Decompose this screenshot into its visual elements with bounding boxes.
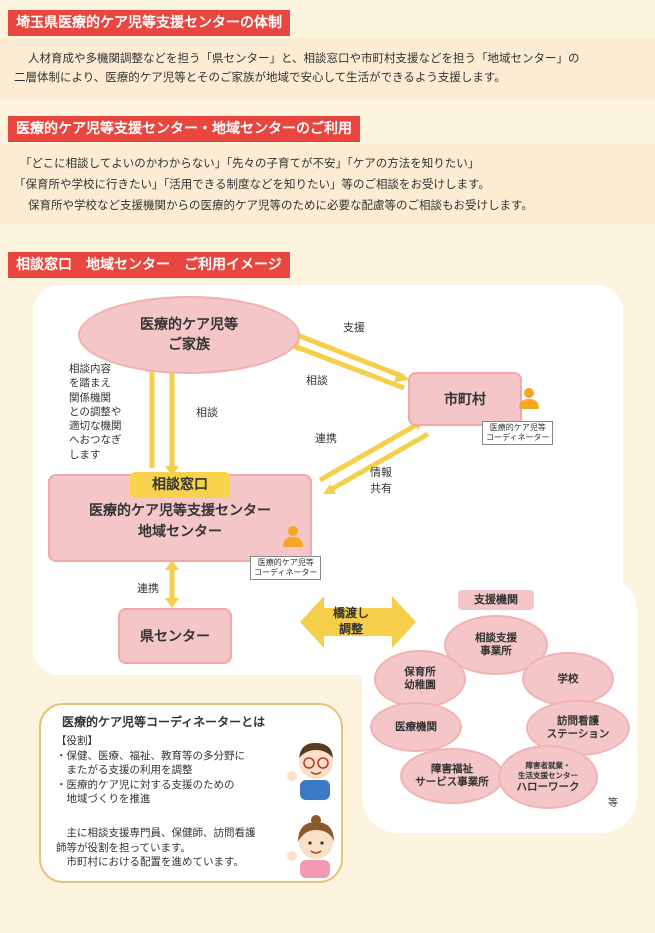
label-shien: 支援	[343, 321, 365, 334]
support-node-nursery: 保育所 幼稚園	[374, 650, 466, 708]
left-note-line: 相談内容	[69, 363, 111, 375]
coordinator-box-title: 医療的ケア児等コーディネーターとは	[62, 715, 266, 729]
woman-illustration	[287, 815, 334, 878]
label-jouhou-1: 情報	[370, 466, 392, 479]
section3-title: 相談窓口 地域センター ご利用イメージ	[8, 252, 290, 278]
window-tag: 相談窓口	[130, 472, 230, 498]
coordinator-center-line-2: コーディネーター	[254, 568, 318, 577]
pref-center-node: 県センター	[118, 608, 232, 664]
left-note-line: との調整や	[69, 405, 122, 418]
left-note-line: を踏まえ	[69, 377, 111, 390]
label-jouhou-2: 共有	[370, 482, 392, 495]
support-node-school: 学校	[522, 652, 614, 706]
label-soudan-diagonal: 相談	[306, 374, 328, 387]
label-soudan-vertical: 相談	[196, 406, 218, 419]
section2-line-2: 「保育所や学校に行きたい」「活用できる制度などを知りたい」等のご相談をお受けしま…	[14, 177, 490, 191]
node-line: 生活支援センター	[518, 770, 578, 780]
city-label: 市町村	[444, 392, 486, 408]
section1-line-2: 二層体制により、医療的ケア児等とそのご家族が地域で安心して生活ができるよう支援し…	[14, 70, 506, 84]
node-line: 幼稚園	[404, 679, 436, 691]
node-line: サービス事業所	[415, 776, 489, 788]
etc-label: 等	[608, 798, 618, 809]
section2-line-1: 「どこに相談してよいのかわからない」「先々の子育てが不安」「ケアの方法を知りたい…	[20, 156, 480, 170]
family-label-1: 医療的ケア児等	[140, 317, 238, 333]
label-renkei-diagonal: 連携	[315, 432, 337, 445]
support-title: 支援機関	[458, 590, 534, 610]
role-line: ・保健、医療、福祉、教育等の多分野に	[56, 749, 245, 762]
coordinator-box-roles: 【役割】 ・保健、医療、福祉、教育等の多分野に またがる支援の利用を調整 ・医療…	[56, 734, 245, 807]
bridge-label-2: 調整	[339, 622, 364, 636]
left-note-line: 関係機関	[69, 391, 111, 404]
usage-band	[0, 144, 655, 224]
section2-title: 医療的ケア児等支援センター・地域センターのご利用	[8, 116, 360, 142]
node-line: 障害者就業・	[525, 760, 571, 770]
family-label-2: ご家族	[168, 337, 210, 353]
coordinator-badge-city: 医療的ケア児等 コーディネーター	[482, 421, 554, 445]
coordinator-badge-center: 医療的ケア児等 コーディネーター	[250, 556, 322, 580]
left-note: 相談内容 を踏まえ 関係機関 との調整や 適切な機関 へおつなぎ します	[69, 362, 122, 462]
support-node-welfare: 障害福祉 サービス事業所	[400, 748, 504, 804]
section1-line-1: 人材育成や多機関調整などを担う「県センター」と、相談窓口や市町村支援などを担う「…	[28, 51, 580, 65]
left-note-line: へおつなぎ	[69, 434, 122, 447]
node-line: 保育所	[404, 666, 436, 678]
body-line: 市町村における配置を進めています。	[56, 856, 244, 868]
body-line: 師等が役割を担っています。	[56, 841, 191, 854]
node-line: 相談支援	[475, 632, 517, 644]
person-icon	[283, 526, 303, 547]
node-line: 事業所	[480, 645, 512, 657]
role-line: またがる支援の利用を調整	[56, 764, 193, 776]
coordinator-city-line-2: コーディネーター	[486, 433, 550, 442]
node-line: ハローワーク	[516, 780, 580, 793]
man-illustration	[287, 742, 333, 800]
person-icon	[519, 388, 539, 409]
node-line: 学校	[557, 672, 579, 685]
role-line: ・医療的ケア児に対する支援のための	[56, 778, 235, 791]
label-renkei-vertical: 連携	[137, 582, 159, 595]
intro-band	[0, 38, 655, 100]
coordinator-city-line-1: 医療的ケア児等	[489, 423, 546, 432]
node-line: 医療機関	[395, 720, 437, 733]
coordinator-box-body: 主に相談支援専門員、保健師、訪問看護 師等が役割を担っています。 市町村における…	[56, 826, 256, 870]
city-node: 市町村	[408, 372, 522, 426]
node-line: ステーション	[546, 728, 610, 740]
center-label-1: 医療的ケア児等支援センター	[89, 503, 271, 519]
node-line: 訪問看護	[557, 715, 599, 727]
support-node-medical: 医療機関	[370, 702, 462, 752]
section2-line-3: 保育所や学校など支援機関からの医療的ケア児等のために必要な配慮等のご相談もお受け…	[28, 198, 533, 212]
arrow-family-center	[149, 370, 175, 468]
family-node: 医療的ケア児等 ご家族	[78, 296, 300, 374]
node-line: 障害福祉	[431, 763, 473, 775]
role-heading: 【役割】	[56, 735, 98, 747]
role-line: 地域づくりを推進	[56, 793, 151, 805]
bridge-label: 橋渡し 調整	[333, 605, 369, 637]
support-node-hellowork: 障害者就業・ 生活支援センター ハローワーク	[498, 745, 598, 809]
body-line: 主に相談支援専門員、保健師、訪問看護	[56, 827, 256, 839]
center-label-2: 地域センター	[138, 524, 222, 540]
bridge-arrow	[300, 596, 416, 648]
left-note-line: 適切な機関	[69, 420, 122, 433]
pref-label: 県センター	[140, 629, 210, 645]
left-note-line: します	[69, 448, 101, 461]
coordinator-center-line-1: 医療的ケア児等	[257, 558, 314, 567]
section1-title: 埼玉県医療的ケア児等支援センターの体制	[8, 10, 290, 36]
label-jouhou: 情報 共有	[370, 465, 392, 497]
bridge-label-1: 橋渡し	[333, 606, 370, 620]
